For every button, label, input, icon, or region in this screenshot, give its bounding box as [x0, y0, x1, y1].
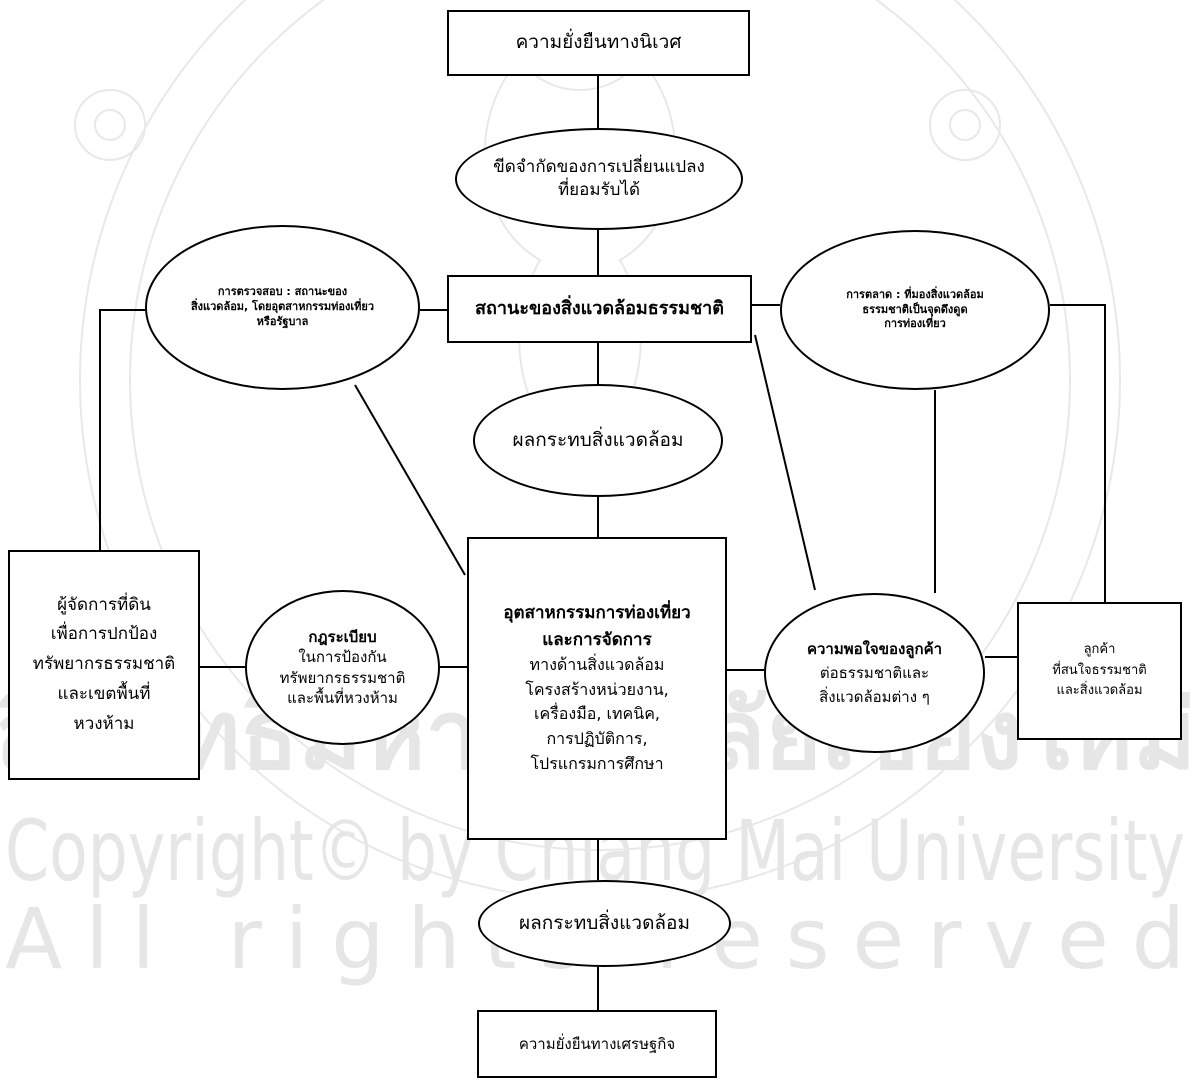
node-customer-satisfaction-line3: สิ่งแวดล้อมต่าง ๆ — [819, 688, 930, 706]
node-marketing: การตลาด : ที่มองสิ่งแวดล้อม ธรรมชาติเป็น… — [780, 230, 1050, 390]
node-marketing-line3: การท่องเที่ยว — [884, 317, 946, 331]
node-monitoring: การตรวจสอบ : สถานะของ สิ่งแวดล้อม, โดยอุ… — [145, 225, 420, 390]
node-environmental-impact-bottom: ผลกระทบสิ่งแวดล้อม — [478, 880, 731, 967]
node-tourism-industry-line4: โครงสร้างหน่วยงาน, — [525, 679, 669, 699]
node-monitoring-line2: สิ่งแวดล้อม, โดยอุตสาหกรรมท่องเที่ยว — [190, 300, 375, 314]
node-natural-environment-status: สถานะของสิ่งแวดล้อมธรรมชาติ — [447, 275, 752, 343]
node-tourism-industry: อุตสาหกรรมการท่องเที่ยว และการจัดการ ทาง… — [467, 537, 727, 840]
node-land-managers-line3: ทรัพยากรธรรมชาติ — [32, 654, 176, 675]
node-regulations-line3: ทรัพยากรธรรมชาติ — [279, 668, 406, 687]
node-economic-sustainability-label: ความยั่งยืนทางเศรษฐกิจ — [518, 1034, 676, 1053]
node-tourism-industry-line3: ทางด้านสิ่งแวดล้อม — [529, 654, 665, 674]
node-customers: ลูกค้า ที่สนใจธรรมชาติ และสิ่งแวดล้อม — [1017, 602, 1182, 740]
node-customers-line2: ที่สนใจธรรมชาติ — [1052, 662, 1147, 678]
edge-marketing-customer — [1050, 304, 1106, 602]
node-economic-sustainability: ความยั่งยืนทางเศรษฐกิจ — [477, 1010, 717, 1078]
node-customer-satisfaction: ความพอใจของลูกค้า ต่อธรรมชาติและ สิ่งแวด… — [764, 593, 985, 753]
node-tourism-industry-line1: อุตสาหกรรมการท่องเที่ยว — [503, 603, 691, 624]
edge-monitor-land — [99, 309, 145, 550]
node-acceptable-change-limit-line2: ที่ยอมรับได้ — [557, 180, 641, 200]
node-regulations: กฎระเบียบ ในการป้องกัน ทรัพยากรธรรมชาติ … — [245, 590, 440, 745]
node-acceptable-change-limit: ขีดจำกัดของการเปลี่ยนแปลง ที่ยอมรับได้ — [455, 128, 743, 230]
node-land-managers: ผู้จัดการที่ดิน เพื่อการปกป้อง ทรัพยากรธ… — [8, 550, 200, 780]
node-ecological-sustainability-label: ความยั่งยืนทางนิเวศ — [515, 31, 682, 54]
node-acceptable-change-limit-line1: ขีดจำกัดของการเปลี่ยนแปลง — [493, 157, 705, 178]
node-land-managers-line4: และเขตพื้นที่ — [57, 683, 151, 704]
node-ecological-sustainability: ความยั่งยืนทางนิเวศ — [447, 10, 750, 76]
node-customer-satisfaction-line2: ต่อธรรมชาติและ — [819, 664, 930, 682]
node-tourism-industry-line5: เครื่องมือ, เทคนิค, — [534, 704, 660, 724]
node-monitoring-line1: การตรวจสอบ : สถานะของ — [217, 285, 348, 299]
node-environmental-impact-bottom-label: ผลกระทบสิ่งแวดล้อม — [519, 911, 690, 934]
watermark-flower-icon-left — [74, 89, 146, 161]
node-environmental-impact-top: ผลกระทบสิ่งแวดล้อม — [473, 384, 723, 497]
node-environmental-impact-top-label: ผลกระทบสิ่งแวดล้อม — [512, 428, 684, 451]
node-marketing-line2: ธรรมชาติเป็นจุดดึงดูด — [862, 302, 968, 316]
node-land-managers-line5: หวงห้าม — [73, 713, 135, 734]
watermark-flower-icon-right — [929, 89, 1001, 161]
edge-monitor-industry — [354, 384, 466, 576]
node-regulations-line2: ในการป้องกัน — [298, 648, 387, 667]
node-monitoring-line3: หรือรัฐบาล — [256, 314, 309, 328]
node-natural-environment-status-label: สถานะของสิ่งแวดล้อมธรรมชาติ — [475, 297, 724, 319]
node-customers-line3: และสิ่งแวดล้อม — [1056, 683, 1143, 699]
node-customers-line1: ลูกค้า — [1083, 641, 1116, 657]
edge-status-satisfaction — [754, 334, 816, 591]
node-land-managers-line2: เพื่อการปกป้อง — [50, 624, 158, 645]
node-customer-satisfaction-line1: ความพอใจของลูกค้า — [806, 640, 943, 658]
node-land-managers-line1: ผู้จัดการที่ดิน — [57, 594, 151, 615]
node-regulations-line4: และพื้นที่หวงห้าม — [287, 688, 398, 707]
node-tourism-industry-line6: การปฏิบัติการ, — [546, 729, 648, 749]
node-regulations-line1: กฎระเบียบ — [308, 628, 377, 646]
node-tourism-industry-line2: และการจัดการ — [542, 629, 652, 650]
node-marketing-line1: การตลาด : ที่มองสิ่งแวดล้อม — [846, 287, 984, 301]
node-tourism-industry-line7: โปรแกรมการศึกษา — [530, 754, 664, 774]
